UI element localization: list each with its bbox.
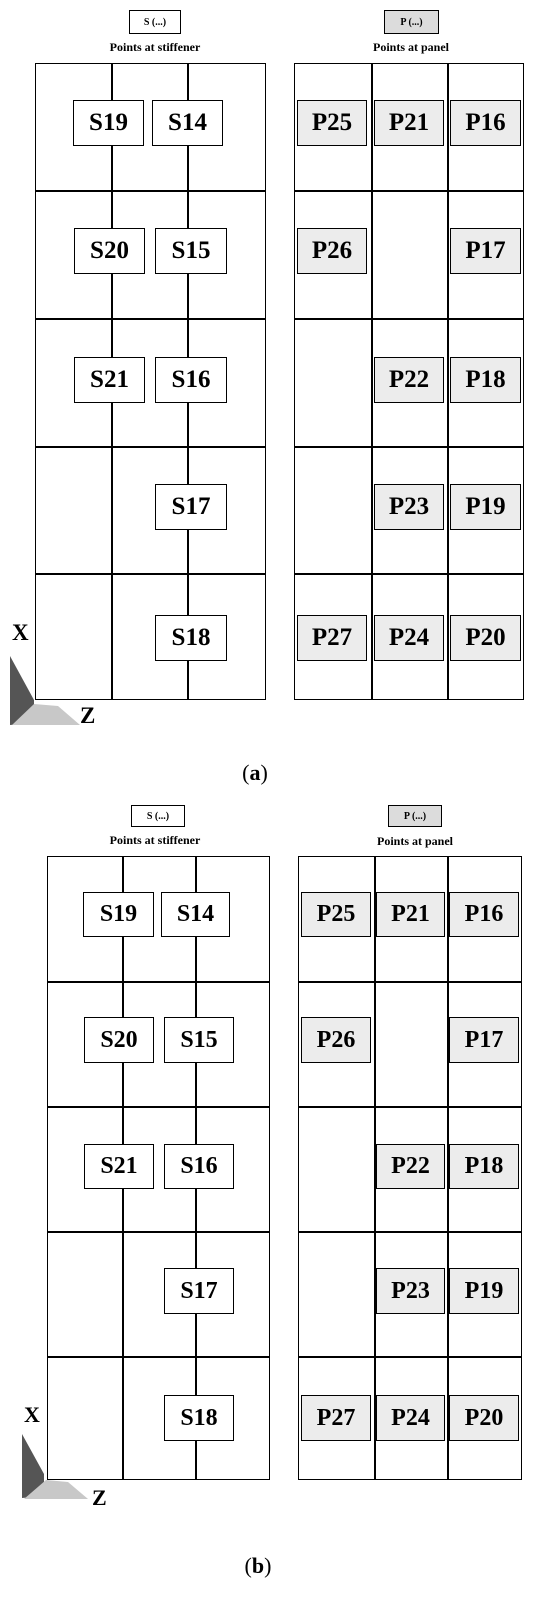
legend-stiffener-caption: Points at stiffener — [109, 833, 201, 847]
legend-panel-box: P (...) — [388, 805, 442, 827]
point-label-p22: P22 — [374, 357, 444, 403]
panel-grid — [298, 856, 522, 1480]
stiffener-grid — [35, 63, 266, 700]
point-label-s20: S20 — [74, 228, 145, 274]
point-label-s19: S19 — [83, 892, 154, 937]
axis-triad-icon — [22, 1434, 88, 1499]
point-label-p27: P27 — [301, 1395, 371, 1441]
axis-z-label: Z — [80, 703, 96, 728]
point-label-p25: P25 — [297, 100, 367, 146]
point-label-s14: S14 — [152, 100, 223, 146]
point-label-p18: P18 — [449, 1144, 519, 1189]
point-label-p17: P17 — [449, 1017, 519, 1063]
point-label-p26: P26 — [301, 1017, 371, 1063]
point-label-s16: S16 — [155, 357, 227, 403]
point-label-p23: P23 — [374, 484, 444, 530]
point-label-s20: S20 — [84, 1017, 154, 1063]
point-label-p19: P19 — [450, 484, 521, 530]
legend-panel-caption: Points at panel — [376, 834, 453, 848]
point-label-p23: P23 — [376, 1268, 445, 1314]
point-label-s17: S17 — [164, 1268, 234, 1314]
legend-stiffener-caption: Points at stiffener — [109, 40, 201, 54]
point-label-p21: P21 — [374, 100, 444, 146]
point-label-s18: S18 — [155, 615, 227, 661]
point-label-p27: P27 — [297, 615, 367, 661]
point-label-p20: P20 — [449, 1395, 519, 1441]
point-label-s17: S17 — [155, 484, 227, 530]
point-label-p22: P22 — [376, 1144, 445, 1189]
point-label-p18: P18 — [450, 357, 521, 403]
point-label-p16: P16 — [450, 100, 521, 146]
point-label-s15: S15 — [164, 1017, 234, 1063]
point-label-p16: P16 — [449, 892, 519, 937]
axis-x-label: X — [12, 620, 29, 645]
legend-stiffener-box: S (...) — [131, 805, 185, 827]
point-label-p25: P25 — [301, 892, 371, 937]
point-label-s18: S18 — [164, 1395, 234, 1441]
figure-caption-b: (b) — [244, 1553, 272, 1578]
point-label-p24: P24 — [376, 1395, 445, 1441]
legend-stiffener-box: S (...) — [129, 10, 181, 34]
point-label-s14: S14 — [161, 892, 230, 937]
axis-triad-icon — [10, 656, 80, 725]
point-label-p19: P19 — [449, 1268, 519, 1314]
figure-caption-a: (a) — [242, 760, 268, 785]
point-label-p26: P26 — [297, 228, 367, 274]
point-label-p17: P17 — [450, 228, 521, 274]
legend-panel-box: P (...) — [384, 10, 439, 34]
point-label-p21: P21 — [376, 892, 445, 937]
point-label-p20: P20 — [450, 615, 521, 661]
axis-z-label: Z — [92, 1485, 107, 1510]
point-label-s21: S21 — [74, 357, 145, 403]
point-label-s15: S15 — [155, 228, 227, 274]
panel-grid — [294, 63, 524, 700]
stiffener-grid — [47, 856, 270, 1480]
point-label-s19: S19 — [73, 100, 144, 146]
point-label-s21: S21 — [84, 1144, 154, 1189]
point-label-p24: P24 — [374, 615, 444, 661]
point-label-s16: S16 — [164, 1144, 234, 1189]
axis-x-label: X — [24, 1402, 40, 1427]
legend-panel-caption: Points at panel — [372, 40, 449, 54]
